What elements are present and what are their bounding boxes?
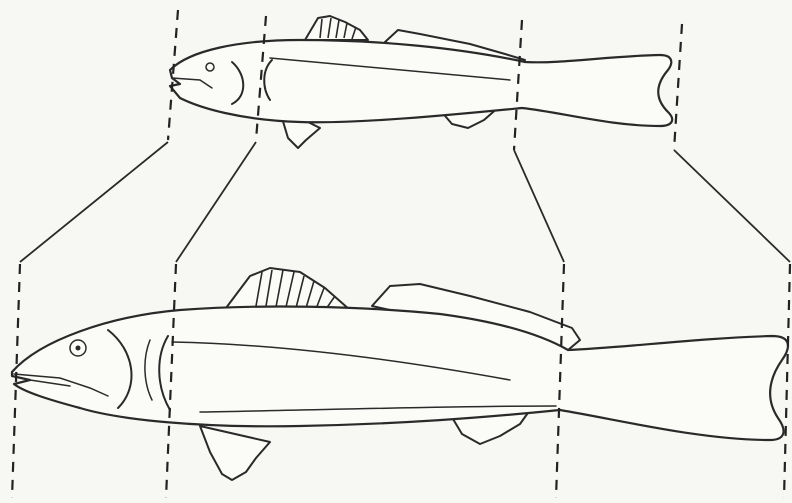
lower-fish-body <box>12 307 788 440</box>
lower-spiny-dorsal-fin <box>226 268 350 310</box>
grid-connectors <box>20 142 790 262</box>
lower-pelvic-fin <box>200 426 270 480</box>
upper-fish-body <box>170 40 672 126</box>
upper-fish <box>170 16 672 148</box>
lower-fish <box>12 268 788 480</box>
lower-pupil <box>76 346 81 351</box>
